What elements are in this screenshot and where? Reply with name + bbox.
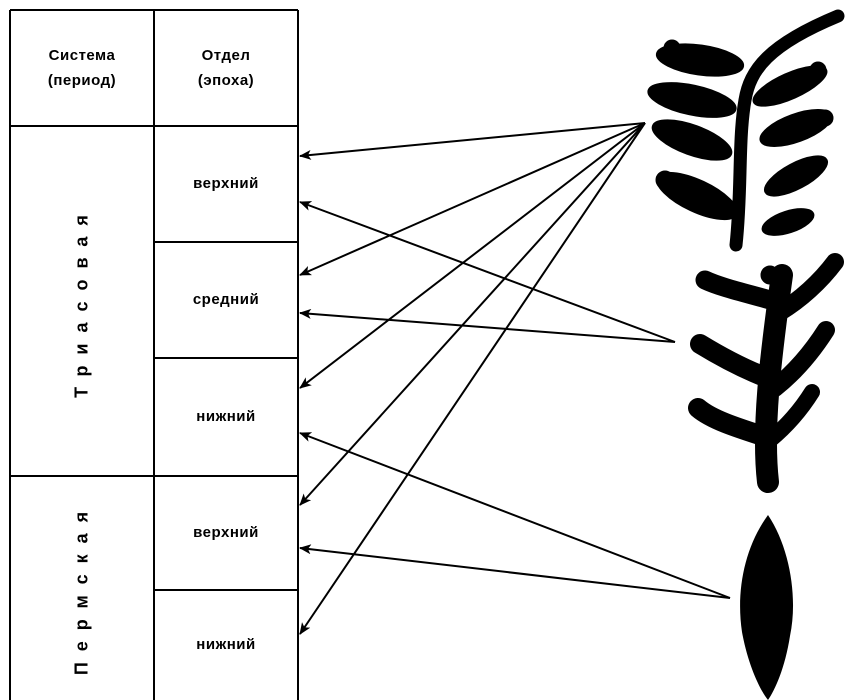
division-cell-triassic-lower: нижний: [196, 408, 256, 426]
header-division-title: Отдел: [201, 46, 251, 64]
header-division-cell: Отдел (эпоха): [154, 10, 298, 126]
arrow-fern-to-triassic-upper: [299, 122, 646, 160]
fern-frond-icon: [647, 9, 845, 252]
header-division-subtitle: (эпоха): [197, 72, 255, 89]
lanceolate-leaf-icon: [740, 515, 794, 700]
arrow-fern-to-triassic-middle: [299, 122, 646, 276]
arrow-lobed-to-triassic-upper: [299, 201, 676, 343]
header-system-subtitle: (период): [47, 72, 117, 89]
division-cell-permian-upper: верхний: [193, 524, 259, 542]
arrow-lobed-to-triassic-middle: [299, 308, 676, 343]
division-cell-permian-lower: нижний: [196, 636, 256, 654]
arrow-fern-to-triassic-lower: [299, 122, 646, 389]
arrow-lanceolate-to-permian-upper: [299, 544, 731, 599]
arrow-fern-to-permian-upper: [299, 122, 646, 506]
header-system-title: Система: [48, 46, 116, 64]
arrow-fern-to-permian-lower: [299, 122, 646, 635]
lobed-leaf-icon: [688, 253, 844, 493]
division-cell-triassic-upper: верхний: [193, 175, 259, 193]
division-cell-triassic-middle: средний: [192, 291, 260, 309]
arrow-lanceolate-to-triassic-lower: [299, 432, 731, 599]
header-system-cell: Система (период): [10, 10, 154, 126]
